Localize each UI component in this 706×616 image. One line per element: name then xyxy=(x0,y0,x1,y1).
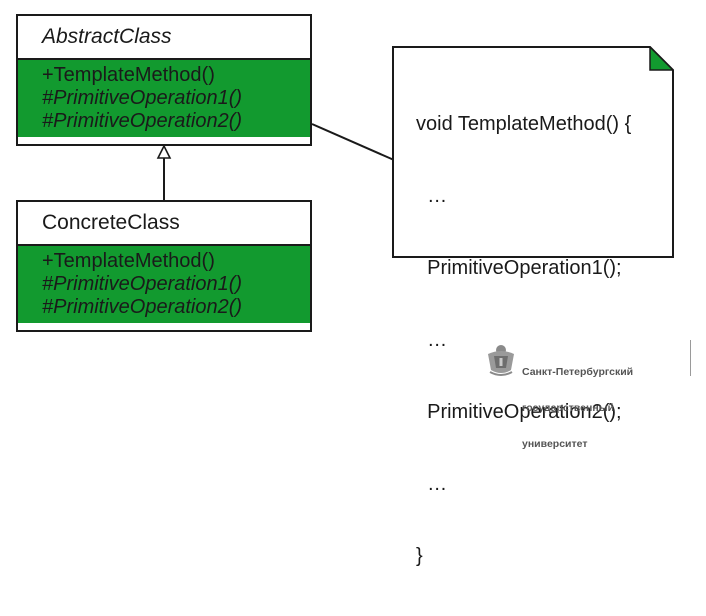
note-fold-icon xyxy=(649,46,674,71)
concrete-class-operation: #PrimitiveOperation1() xyxy=(42,273,243,295)
note-anchor-line xyxy=(311,123,395,161)
university-logo: Санкт-Петербургский государственный унив… xyxy=(484,340,694,450)
university-name: Санкт-Петербургский государственный унив… xyxy=(522,342,633,474)
abstract-class-operations: +TemplateMethod() #PrimitiveOperation1()… xyxy=(18,60,310,137)
note-line: … xyxy=(416,329,448,351)
concrete-class-operations: +TemplateMethod() #PrimitiveOperation1()… xyxy=(18,246,310,323)
abstract-class-operation: +TemplateMethod() xyxy=(42,64,215,86)
university-name-line: университет xyxy=(522,438,588,450)
code-note: void TemplateMethod() { … PrimitiveOpera… xyxy=(392,46,674,567)
note-line: void TemplateMethod() { xyxy=(416,113,632,135)
concrete-class-box: ConcreteClass +TemplateMethod() #Primiti… xyxy=(16,200,312,332)
abstract-class-name: AbstractClass xyxy=(18,16,310,60)
university-name-line: Санкт-Петербургский xyxy=(522,366,634,378)
abstract-class-operation: #PrimitiveOperation1() xyxy=(42,87,243,109)
note-line: } xyxy=(416,545,423,567)
abstract-class-box: AbstractClass +TemplateMethod() #Primiti… xyxy=(16,14,312,146)
logo-divider xyxy=(690,340,691,376)
abstract-class-operation: #PrimitiveOperation2() xyxy=(42,110,243,132)
university-name-line: государственный xyxy=(522,402,615,414)
concrete-class-operation: +TemplateMethod() xyxy=(42,250,215,272)
concrete-class-operation: #PrimitiveOperation2() xyxy=(42,296,243,318)
note-line: PrimitiveOperation1(); xyxy=(416,257,622,279)
note-line: … xyxy=(416,185,448,207)
spbu-emblem-icon xyxy=(488,345,514,376)
concrete-class-name: ConcreteClass xyxy=(18,202,310,246)
note-shape xyxy=(392,46,674,258)
connectors xyxy=(156,123,395,200)
inheritance-arrowhead xyxy=(156,144,172,159)
note-line: … xyxy=(416,473,448,495)
